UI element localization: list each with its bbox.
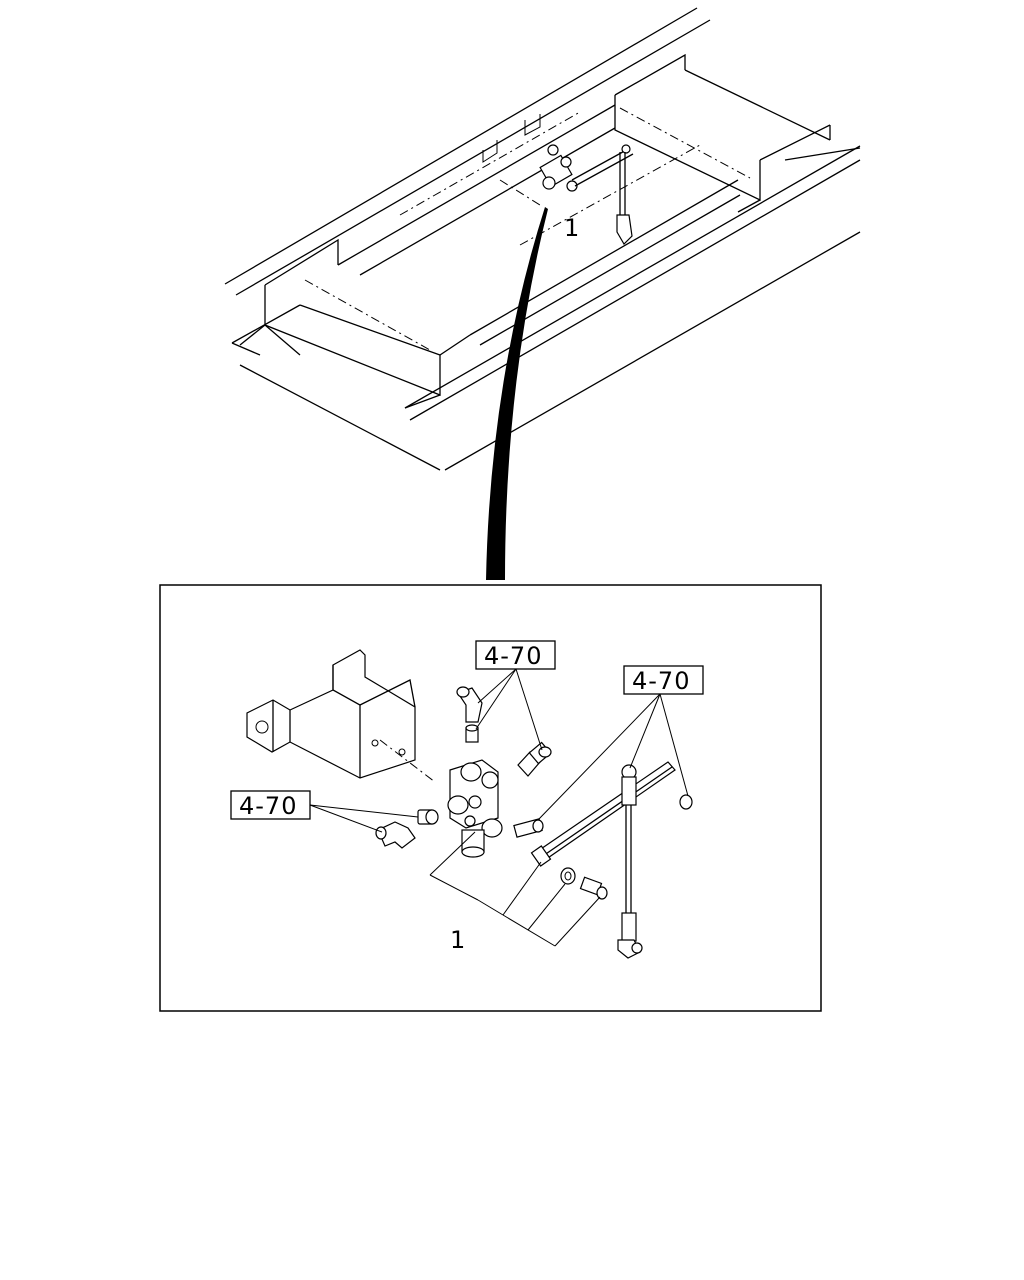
reference-right-label: 4-70 xyxy=(632,667,690,695)
reference-right: 4-70 xyxy=(537,665,704,821)
link-rod xyxy=(617,764,693,959)
lever-arm xyxy=(530,761,676,867)
overview-part-callout: 1 xyxy=(564,214,579,242)
elbow-fitting-top xyxy=(456,686,483,743)
bolt-fitting xyxy=(513,818,544,838)
reference-top: 4-70 xyxy=(475,640,556,751)
washer-bolt xyxy=(560,867,608,900)
reference-left-label: 4-70 xyxy=(239,792,297,820)
detail-leader-curve xyxy=(486,207,548,580)
detail-part-callout: 1 xyxy=(450,926,465,954)
relay-valve xyxy=(447,759,503,858)
mounting-bracket xyxy=(246,649,436,783)
part-callout-leaders xyxy=(429,831,601,947)
straight-fitting-upper xyxy=(517,741,552,777)
chassis-frame-overview xyxy=(224,7,861,471)
reference-top-label: 4-70 xyxy=(484,642,542,670)
valve-assembly-overview xyxy=(539,144,634,245)
elbow-fitting-left xyxy=(375,809,439,849)
reference-left: 4-70 xyxy=(230,790,419,833)
detail-frame xyxy=(159,584,822,1012)
